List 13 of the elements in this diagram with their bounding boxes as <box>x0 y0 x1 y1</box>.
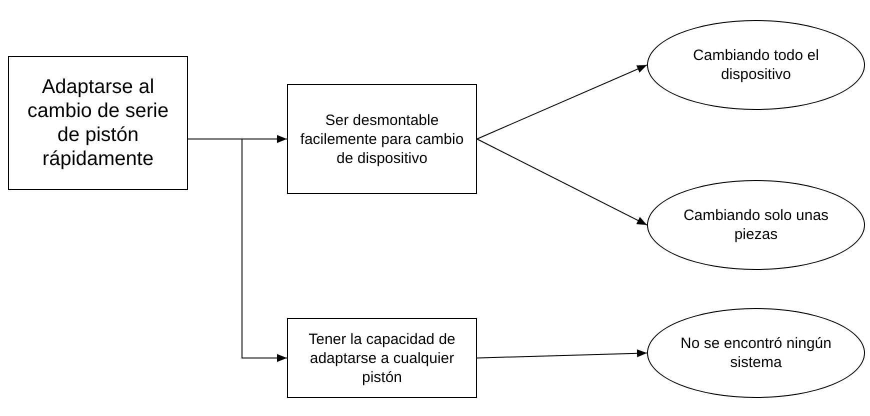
process-box <box>287 318 477 398</box>
node-label: No se encontró ningún sistema <box>680 334 832 372</box>
arrow <box>476 349 648 358</box>
process-box <box>287 84 477 194</box>
arrow <box>476 138 648 226</box>
node-label: Cambiando todo el dispositivo <box>692 46 820 84</box>
arrow <box>476 64 648 140</box>
node-label: Ser desmontable facilemente para cambio de dispositivo <box>300 110 464 168</box>
arrow <box>188 138 288 362</box>
node-label: Cambiando solo unas piezas <box>682 206 830 244</box>
node-label: Adaptarse al cambio de serie de pistón rápidamente <box>26 75 170 171</box>
process-box <box>8 56 188 190</box>
node-label: Tener la capacidad de adaptarse a cualquier pistón <box>308 330 456 386</box>
